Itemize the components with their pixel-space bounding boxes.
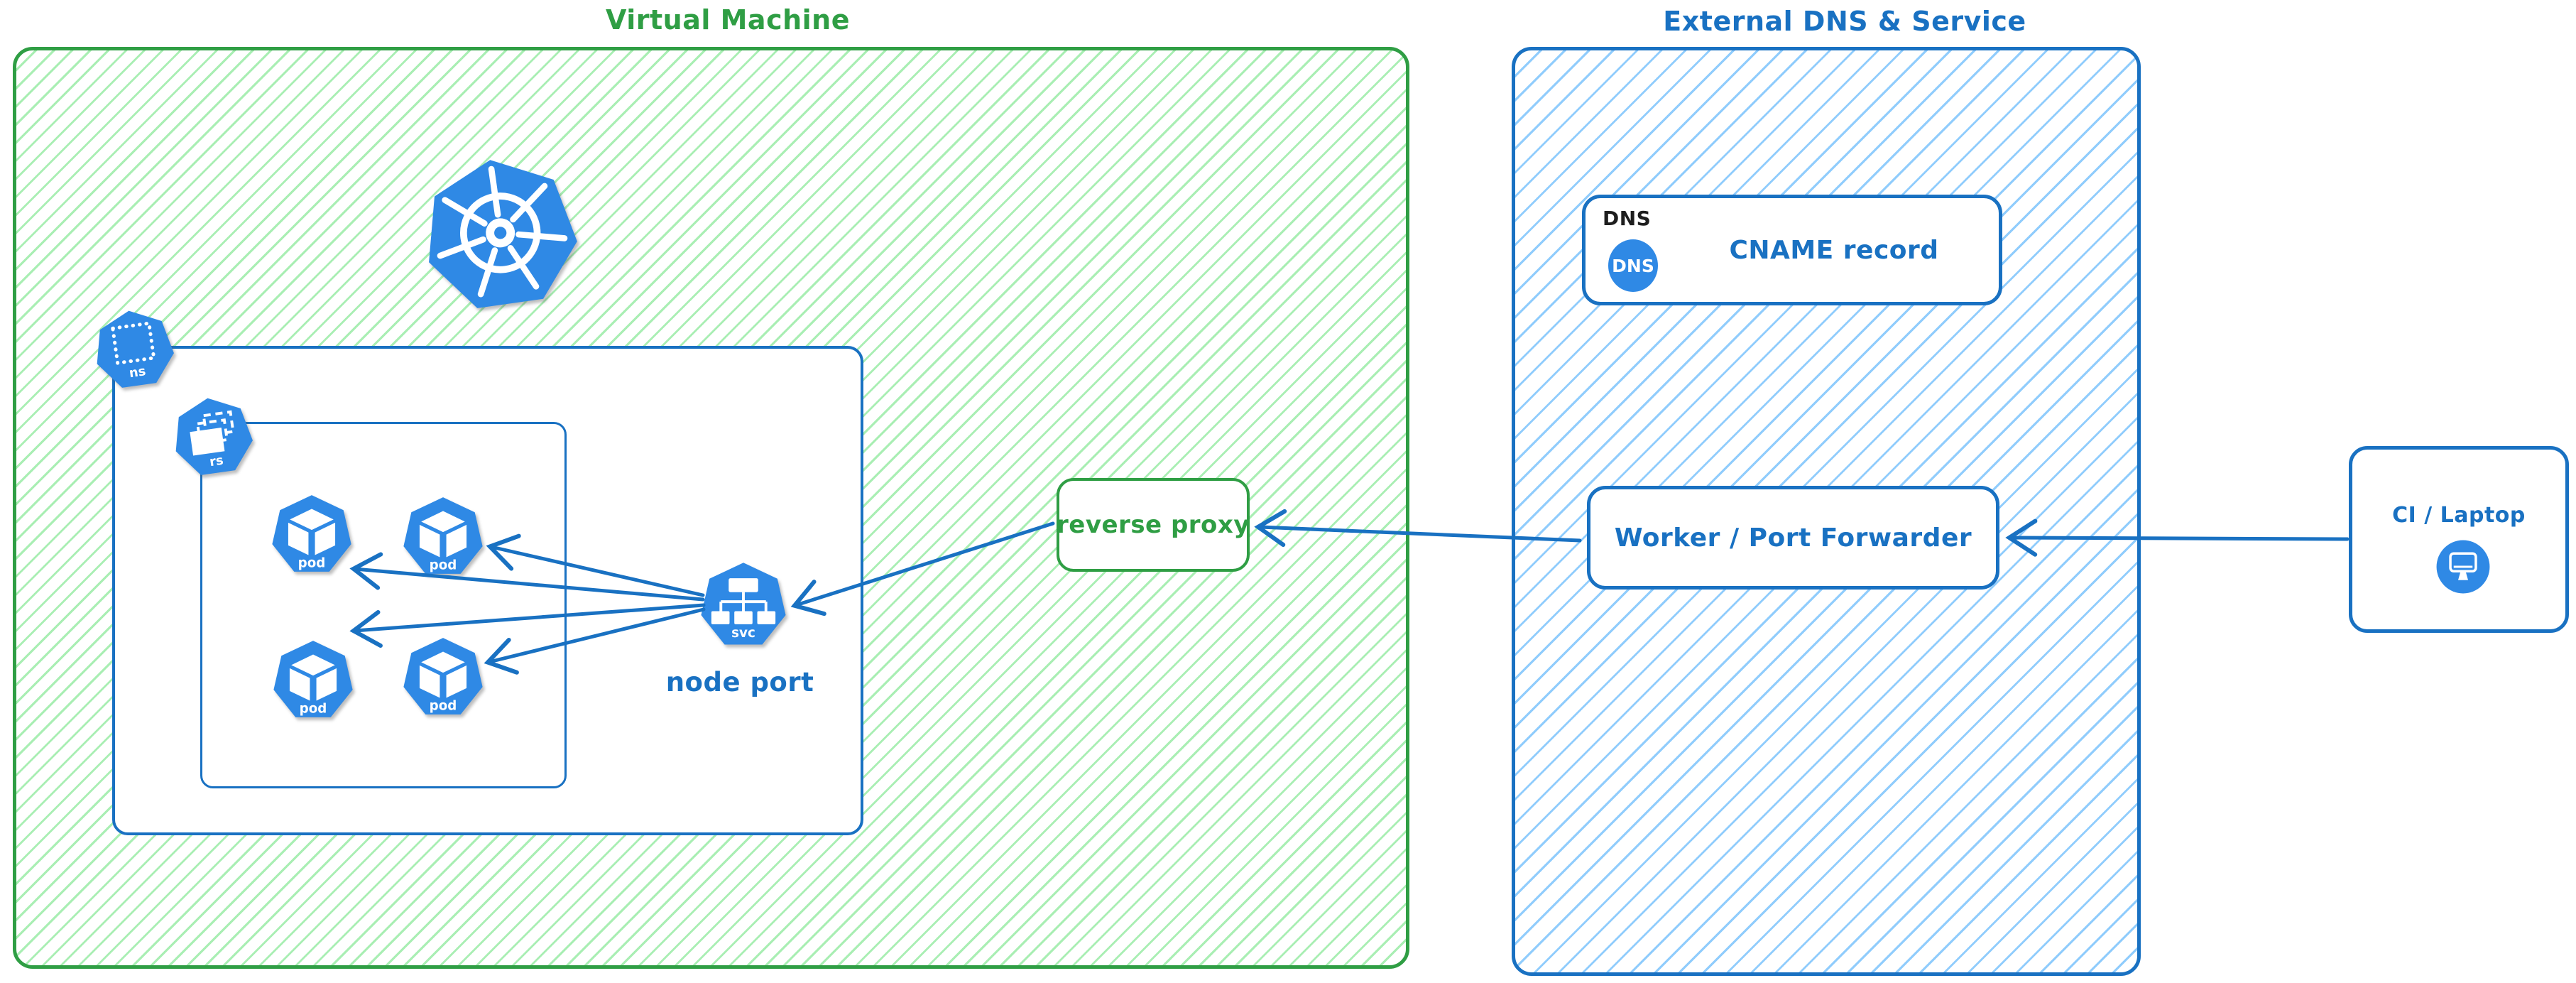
- node-port-label: node port: [665, 666, 814, 697]
- ci-laptop-box: CI / Laptop: [2349, 446, 2569, 633]
- worker-label: Worker / Port Forwarder: [1614, 523, 1972, 553]
- replicaset-icon: rs: [175, 398, 253, 475]
- pod-icon: pod: [403, 638, 483, 715]
- pod-icon: pod: [403, 497, 483, 574]
- svg-text:rs: rs: [209, 453, 224, 470]
- svg-text:ns: ns: [128, 364, 146, 381]
- pod-icon: pod: [273, 641, 353, 717]
- svg-text:pod: pod: [300, 702, 327, 717]
- svg-text:svc: svc: [731, 626, 755, 641]
- replicaset-box: [200, 422, 567, 788]
- kubernetes-logo-icon: [429, 160, 577, 308]
- svg-text:pod: pod: [430, 558, 457, 573]
- svg-text:DNS: DNS: [1612, 256, 1654, 276]
- dns-tag-label: DNS: [1603, 207, 1652, 230]
- monitor-icon: [2436, 540, 2490, 594]
- service-icon: svc: [701, 563, 786, 645]
- dns-record-box: DNS DNS CNAME record: [1582, 195, 2002, 305]
- svg-text:pod: pod: [430, 699, 457, 714]
- cname-record-label: CNAME record: [1729, 235, 1939, 265]
- pod-icon: pod: [272, 495, 351, 572]
- worker-box: Worker / Port Forwarder: [1587, 486, 1999, 590]
- reverse-proxy-label: reverse proxy: [1057, 511, 1250, 539]
- svg-text:pod: pod: [298, 556, 326, 571]
- namespace-icon: ns: [97, 310, 174, 388]
- ci-laptop-label: CI / Laptop: [2392, 502, 2526, 528]
- vm-group-title: Virtual Machine: [605, 4, 851, 36]
- external-group-title: External DNS & Service: [1663, 6, 2026, 37]
- reverse-proxy-box: reverse proxy: [1057, 478, 1250, 572]
- dns-badge-icon: DNS: [1608, 239, 1658, 292]
